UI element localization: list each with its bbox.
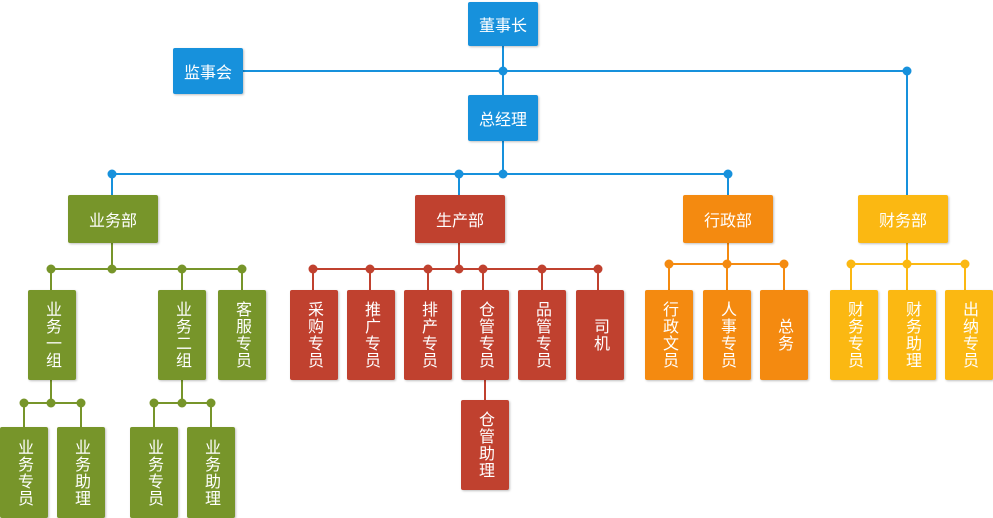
connector-dot: [46, 264, 56, 274]
node-customer-service[interactable]: 客服专员: [218, 290, 266, 380]
node-business-group-2[interactable]: 业务二组: [158, 290, 206, 380]
node-business-group-1[interactable]: 业务一组: [28, 290, 76, 380]
connector-dot: [365, 264, 375, 274]
connector-dot: [960, 259, 970, 269]
connector-dot: [423, 264, 433, 274]
node-purchasing-specialist[interactable]: 采购专员: [290, 290, 338, 380]
connector-dot: [454, 264, 464, 274]
node-cashier-specialist[interactable]: 出纳专员: [945, 290, 993, 380]
node-label: 排产专员: [419, 301, 438, 369]
node-label: 监事会: [183, 63, 232, 82]
node-hr-specialist[interactable]: 人事专员: [703, 290, 751, 380]
node-label: 司机: [591, 318, 610, 352]
connector-dot: [454, 169, 464, 179]
node-scheduling-specialist[interactable]: 排产专员: [404, 290, 452, 380]
node-production-dept[interactable]: 生产部: [415, 195, 505, 243]
connector-dot: [76, 398, 86, 408]
connector-dot: [237, 264, 247, 274]
node-label: 行政部: [703, 211, 752, 230]
node-supervisors[interactable]: 监事会: [173, 48, 243, 94]
connector-dot: [149, 398, 159, 408]
node-warehouse-assistant[interactable]: 仓管助理: [461, 400, 509, 490]
connector-dot: [107, 264, 117, 274]
connector-dot: [537, 264, 547, 274]
node-label: 财务部: [878, 211, 927, 230]
connector-dot: [902, 66, 912, 76]
node-label: 推广专员: [362, 301, 381, 369]
node-label: 总经理: [478, 110, 527, 129]
node-label: 人事专员: [718, 301, 737, 369]
node-label: 业务二组: [173, 301, 192, 369]
node-label: 财务专员: [845, 301, 864, 369]
node-label: 仓管专员: [476, 301, 495, 369]
node-label: 出纳专员: [960, 301, 979, 369]
node-general-affairs[interactable]: 总务: [760, 290, 808, 380]
connector-dot: [177, 398, 187, 408]
node-warehouse-specialist[interactable]: 仓管专员: [461, 290, 509, 380]
connector-dot: [902, 259, 912, 269]
node-g2-business-assistant[interactable]: 业务助理: [187, 427, 235, 518]
node-g1-business-assistant[interactable]: 业务助理: [57, 427, 105, 518]
connector-dot: [593, 264, 603, 274]
connector-dot: [498, 66, 508, 76]
connector-dot: [722, 259, 732, 269]
connector-dot: [19, 398, 29, 408]
node-g2-business-specialist[interactable]: 业务专员: [130, 427, 178, 518]
node-label: 业务一组: [43, 301, 62, 369]
connector-dot: [478, 264, 488, 274]
connector-dot: [177, 264, 187, 274]
node-g1-business-specialist[interactable]: 业务专员: [0, 427, 48, 518]
connector-dot: [664, 259, 674, 269]
node-label: 总务: [775, 318, 794, 352]
connector-dot: [308, 264, 318, 274]
node-admin-clerk[interactable]: 行政文员: [645, 290, 693, 380]
connector-dot: [46, 398, 56, 408]
node-label: 业务专员: [145, 438, 164, 507]
node-driver[interactable]: 司机: [576, 290, 624, 380]
connector-dot: [206, 398, 216, 408]
node-label: 业务助理: [202, 438, 221, 507]
connector-dot: [846, 259, 856, 269]
node-label: 品管专员: [533, 301, 552, 369]
node-finance-assistant[interactable]: 财务助理: [888, 290, 936, 380]
node-label: 行政文员: [660, 301, 679, 369]
node-admin-dept[interactable]: 行政部: [683, 195, 773, 243]
node-quality-specialist[interactable]: 品管专员: [518, 290, 566, 380]
connector-dot: [498, 169, 508, 179]
node-label: 董事长: [478, 16, 527, 35]
node-business-dept[interactable]: 业务部: [68, 195, 158, 243]
node-label: 仓管助理: [476, 411, 495, 479]
connector-dot: [723, 169, 733, 179]
node-label: 生产部: [435, 211, 484, 230]
connector-dot: [107, 169, 117, 179]
node-finance-specialist[interactable]: 财务专员: [830, 290, 878, 380]
node-label: 采购专员: [305, 301, 324, 369]
node-label: 业务专员: [15, 438, 34, 507]
connector-dot: [779, 259, 789, 269]
node-finance-dept[interactable]: 财务部: [858, 195, 948, 243]
node-promotion-specialist[interactable]: 推广专员: [347, 290, 395, 380]
node-chairman[interactable]: 董事长: [468, 2, 538, 46]
node-label: 客服专员: [233, 301, 252, 369]
node-label: 业务部: [88, 211, 137, 230]
node-general-manager[interactable]: 总经理: [468, 95, 538, 141]
node-label: 业务助理: [72, 438, 91, 507]
node-label: 财务助理: [903, 301, 922, 369]
